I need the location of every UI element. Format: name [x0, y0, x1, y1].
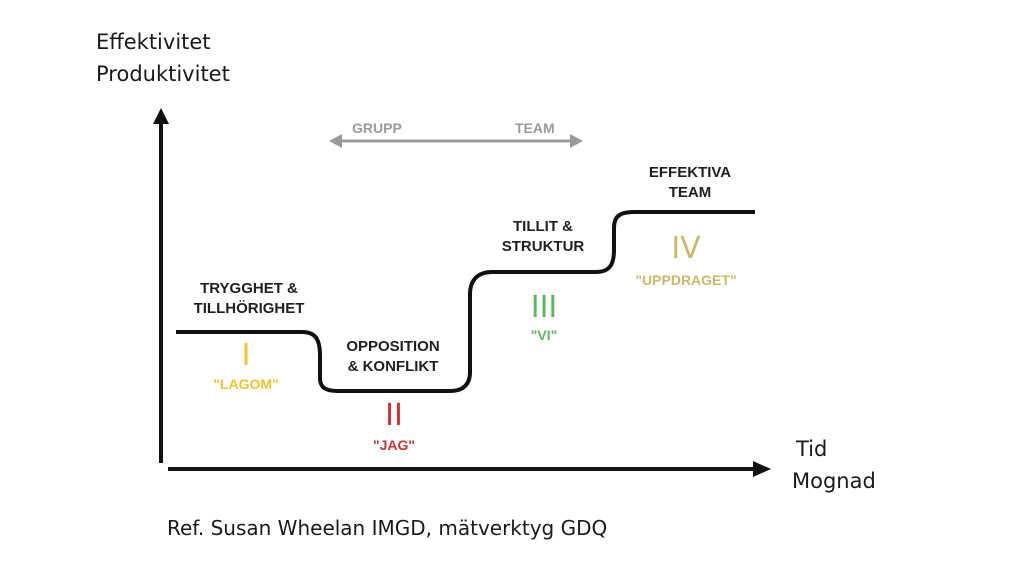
grupp-team-arrow [329, 134, 583, 148]
phase-2-numeral: II [385, 398, 403, 433]
x-axis-label-line1: Tid [796, 437, 828, 461]
y-axis-label: Effektivitet Produktivitet [96, 26, 230, 90]
team-label: TEAM [515, 120, 555, 136]
x-axis-arrowhead [753, 461, 771, 477]
phase-4-numeral: IV [671, 231, 701, 266]
y-axis-label-line2: Produktivitet [96, 62, 230, 86]
phase-3-title: TILLIT & STRUKTUR [501, 218, 585, 255]
y-axis-arrowhead [153, 108, 169, 124]
x-axis-label: Tid Mognad [792, 433, 876, 497]
phase-4-title: EFFEKTIVA TEAM [648, 164, 732, 201]
phase-1-numeral: I [241, 338, 251, 373]
phase-2-title: OPPOSITION & KONFLIKT [346, 338, 440, 375]
x-axis-label-line2: Mognad [792, 469, 876, 493]
reference-text: Ref. Susan Wheelan IMGD, mätverktyg GDQ [167, 516, 608, 540]
phase-3-numeral: III [530, 290, 558, 325]
grupp-label: GRUPP [352, 120, 402, 136]
phase-4-nickname: "UPPDRAGET" [635, 272, 737, 288]
phase-2-nickname: "JAG" [372, 437, 416, 453]
phase-1-title: TRYGGHET & TILLHÖRIGHET [193, 280, 305, 317]
development-curve [176, 210, 755, 393]
y-axis-label-line1: Effektivitet [96, 30, 211, 54]
phase-1-nickname: "LAGOM" [213, 376, 279, 392]
phase-3-nickname: "VI" [530, 327, 558, 343]
